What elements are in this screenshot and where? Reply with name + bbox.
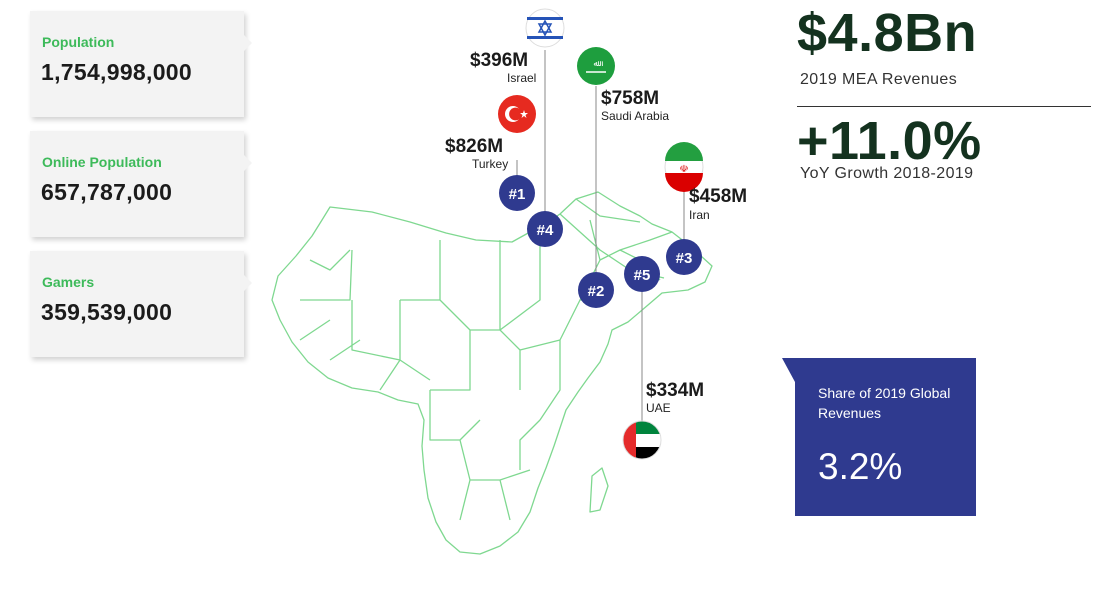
population-label: Population: [42, 34, 115, 50]
saudi-arabia-flag-icon: ﷲ: [577, 47, 615, 85]
online-population-value: 657,787,000: [41, 179, 173, 205]
turkey-country: Turkey: [472, 157, 509, 171]
iran-country: Iran: [689, 208, 710, 222]
israel-amount: $396M: [470, 50, 529, 71]
rank-marker-4: [527, 211, 563, 247]
uae-amount: $334M: [646, 380, 705, 401]
uae-country: UAE: [646, 401, 671, 415]
share-value: 3.2%: [818, 446, 903, 487]
border-lines: [299, 219, 673, 521]
divider: [797, 106, 1091, 107]
turkey-amount: $826M: [445, 136, 504, 157]
uae-flag-icon: [622, 420, 662, 460]
turkey-flag-icon: [498, 95, 536, 133]
revenue-value: $4.8Bn: [797, 3, 978, 63]
rank-label-1: #1: [509, 186, 526, 203]
iran-amount: $458M: [689, 186, 748, 207]
online-population-card: Online Population 657,787,000: [30, 131, 252, 237]
growth-label: YoY Growth 2018-2019: [800, 165, 974, 182]
share-box-notch: [782, 358, 795, 382]
africa-middle-east-outline: [271, 191, 713, 555]
growth-value: +11.0%: [797, 111, 982, 171]
rank-marker-3: [666, 239, 702, 275]
population-card: Population 1,754,998,000: [30, 11, 252, 117]
saudi-arabia-country: Saudi Arabia: [601, 109, 670, 123]
global-share-box: Share of 2019 Global Revenues 3.2%: [795, 358, 976, 516]
svg-text:☫: ☫: [680, 164, 689, 175]
gamers-card: Gamers 359,539,000: [30, 251, 252, 357]
gamers-value: 359,539,000: [41, 299, 173, 325]
share-title: Share of 2019 Global Revenues: [818, 385, 951, 421]
revenue-label: 2019 MEA Revenues: [800, 71, 958, 88]
rank-label-3: #3: [676, 250, 693, 267]
saudi-arabia-amount: $758M: [601, 88, 660, 109]
rank-label-5: #5: [634, 267, 651, 284]
gamers-label: Gamers: [42, 274, 95, 290]
israel-country: Israel: [507, 71, 537, 85]
iran-flag-icon: ☫: [664, 142, 704, 192]
connector-lines: [516, 50, 685, 424]
online-population-label: Online Population: [42, 154, 162, 170]
rank-marker-5: [624, 256, 660, 292]
rank-markers: [499, 175, 702, 308]
rank-label-2: #2: [588, 283, 605, 300]
rank-marker-1: [499, 175, 535, 211]
rank-label-4: #4: [537, 222, 554, 239]
continent-outline: [271, 191, 713, 555]
madagascar-outline: [589, 467, 609, 513]
rank-marker-2: [578, 272, 614, 308]
israel-flag-icon: [525, 8, 565, 48]
population-value: 1,754,998,000: [41, 59, 192, 85]
